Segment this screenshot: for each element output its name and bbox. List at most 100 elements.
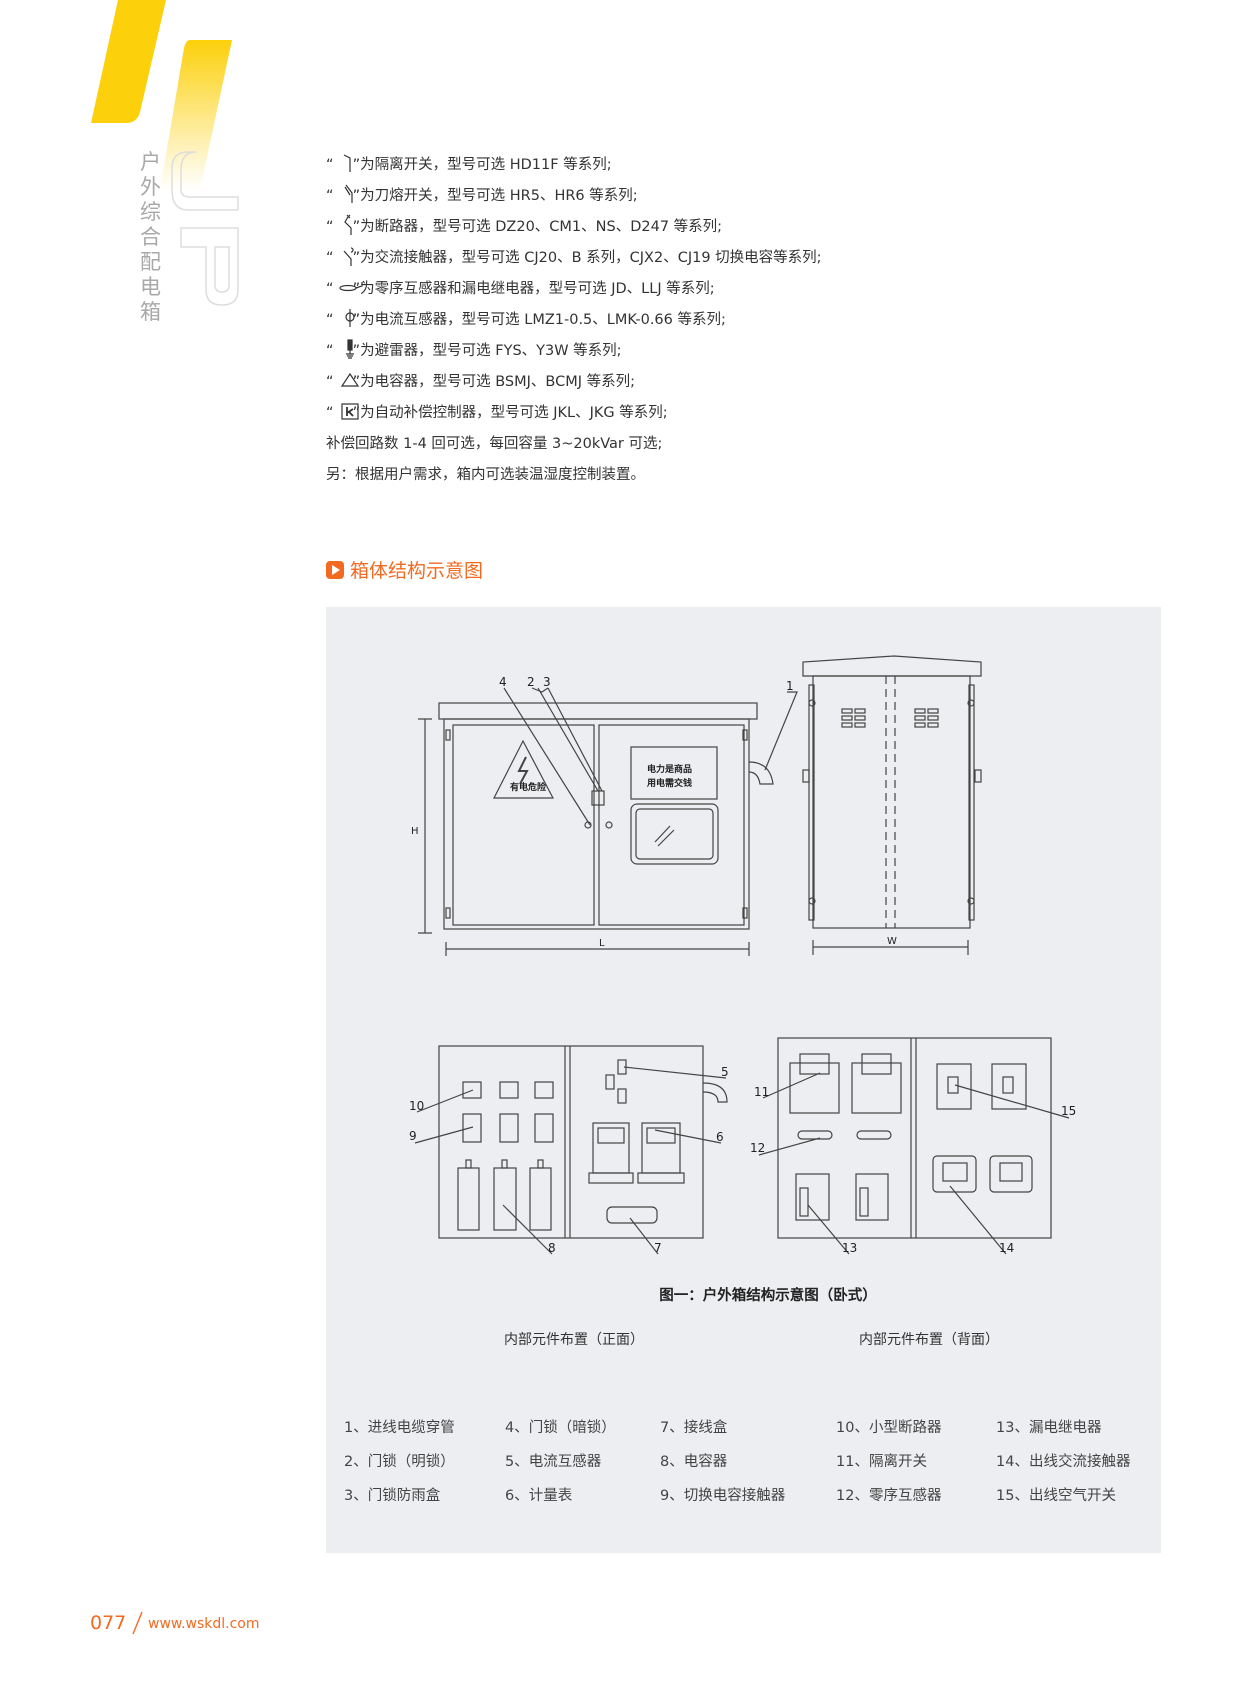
callout-13: 13 bbox=[842, 1241, 857, 1255]
side-roof bbox=[802, 655, 982, 677]
slash-divider-icon bbox=[132, 1611, 143, 1635]
symbol-column bbox=[339, 154, 363, 420]
legend-item: 2、门锁（明锁） bbox=[344, 1454, 455, 1470]
yellow-bar-1 bbox=[91, 0, 166, 123]
spec-item: “ ”为交流接触器，型号可选 CJ20、B 系列，CJX2、CJ19 切换电容等… bbox=[326, 250, 822, 266]
callout-3: 3 bbox=[543, 675, 551, 689]
circuit-breaker-icon bbox=[344, 214, 352, 235]
dim-w-line bbox=[812, 940, 969, 955]
callout-1: 1 bbox=[786, 679, 794, 693]
callout-6: 6 bbox=[716, 1130, 724, 1144]
spec-item: “ ”为电容器，型号可选 BSMJ、BCMJ 等系列; bbox=[326, 374, 636, 390]
air-switches bbox=[936, 1063, 1027, 1110]
back-layout-label: 内部元件布置（背面） bbox=[859, 1332, 999, 1348]
spec-item: 另：根据用户需求，箱内可选装温湿度控制装置。 bbox=[326, 467, 645, 483]
front-body bbox=[443, 718, 750, 930]
callout-14: 14 bbox=[999, 1241, 1014, 1255]
callout-12: 12 bbox=[750, 1141, 765, 1155]
spec-item: “ ”为避雷器，型号可选 FYS、Y3W 等系列; bbox=[326, 343, 622, 359]
legend-item: 7、接线盒 bbox=[660, 1420, 728, 1436]
fuse-switch-icon bbox=[344, 184, 353, 203]
callout-11: 11 bbox=[754, 1085, 769, 1099]
legend-item: 4、门锁（暗锁） bbox=[505, 1420, 616, 1436]
spec-item: “ ”为刀熔开关，型号可选 HR5、HR6 等系列; bbox=[326, 188, 638, 204]
internal-back-layout bbox=[758, 1037, 1070, 1255]
compensation-controller-icon bbox=[341, 403, 359, 420]
callout-4: 4 bbox=[499, 675, 507, 689]
leakage-relays bbox=[795, 1173, 889, 1221]
output-contactors bbox=[932, 1155, 1033, 1193]
side-view bbox=[802, 655, 982, 955]
meters bbox=[588, 1122, 685, 1184]
callout-8: 8 bbox=[548, 1241, 556, 1255]
yellow-bar-2 bbox=[160, 40, 232, 190]
callout-7: 7 bbox=[654, 1241, 662, 1255]
spec-item: 补偿回路数 1-4 回可选，每回容量 3~20kVar 可选; bbox=[326, 436, 663, 452]
spec-item: “ ”为零序互感器和漏电继电器，型号可选 JD、LLJ 等系列; bbox=[326, 281, 715, 297]
legend-item: 15、出线空气开关 bbox=[996, 1488, 1116, 1504]
section-title: 箱体结构示意图 bbox=[350, 560, 484, 582]
capacitors bbox=[457, 1159, 552, 1231]
website-link[interactable]: www.wskdl.com bbox=[148, 1616, 260, 1632]
contactor-icon bbox=[343, 247, 354, 266]
side-title: 户外综合配电箱 bbox=[140, 150, 161, 324]
dim-w-label: W bbox=[887, 936, 897, 947]
callout-2: 2 bbox=[527, 675, 535, 689]
sign-line-2: 用电需交钱 bbox=[646, 777, 692, 789]
lightning-icon bbox=[517, 756, 529, 785]
front-layout-label: 内部元件布置（正面） bbox=[504, 1332, 644, 1348]
legend-item: 13、漏电继电器 bbox=[996, 1420, 1102, 1436]
dim-l-label: L bbox=[599, 938, 605, 949]
spec-item: “ ”为隔离开关，型号可选 HD11F 等系列; bbox=[326, 157, 612, 173]
warning-triangle-icon bbox=[493, 739, 554, 799]
vent-slots bbox=[841, 708, 939, 728]
cable-conduit bbox=[748, 761, 774, 785]
sign-plate bbox=[630, 746, 718, 800]
zero-sequence-ct-icon bbox=[339, 282, 363, 292]
callout-9: 9 bbox=[409, 1129, 417, 1143]
junction-box bbox=[606, 1206, 658, 1224]
zero-sequence-cts bbox=[797, 1130, 892, 1140]
legend-item: 3、门锁防雨盒 bbox=[344, 1488, 441, 1504]
legend-item: 14、出线交流接触器 bbox=[996, 1454, 1131, 1470]
brand-decoration bbox=[91, 0, 239, 306]
isolating-switch-icon bbox=[343, 154, 351, 172]
legend-item: 5、电流互感器 bbox=[505, 1454, 602, 1470]
capacitor-contactors bbox=[462, 1113, 554, 1143]
current-transformers bbox=[605, 1059, 627, 1104]
figure-caption: 图一：户外箱结构示意图（卧式） bbox=[659, 1288, 877, 1304]
capacitor-icon bbox=[340, 372, 360, 387]
miniature-breakers bbox=[462, 1081, 554, 1099]
surge-arrester-icon bbox=[346, 339, 354, 359]
dim-l-line bbox=[445, 942, 750, 956]
front-view bbox=[418, 687, 798, 956]
legend-item: 10、小型断路器 bbox=[836, 1420, 942, 1436]
legend-item: 11、隔离开关 bbox=[836, 1454, 927, 1470]
sign-line-1: 电力是商品 bbox=[647, 763, 692, 775]
front-roof bbox=[438, 702, 758, 720]
legend-item: 9、切换电容接触器 bbox=[660, 1488, 786, 1504]
legend-item: 6、计量表 bbox=[505, 1488, 573, 1504]
internal-front-layout bbox=[414, 1045, 728, 1255]
callout-5: 5 bbox=[721, 1065, 729, 1079]
callout-10: 10 bbox=[409, 1099, 424, 1113]
jp-outline-logo bbox=[171, 151, 239, 306]
page-number: 077 bbox=[90, 1612, 127, 1634]
legend-item: 12、零序互感器 bbox=[836, 1488, 942, 1504]
section-header: 箱体结构示意图 bbox=[326, 556, 483, 583]
spec-item: “ ”为电流互感器，型号可选 LMZ1-0.5、LMK-0.66 等系列; bbox=[326, 312, 726, 328]
isolating-switches bbox=[789, 1053, 902, 1114]
spec-item: “ ”为断路器，型号可选 DZ20、CM1、NS、D247 等系列; bbox=[326, 219, 723, 235]
door-seam bbox=[885, 676, 896, 928]
warning-label: 有电危险 bbox=[510, 781, 547, 793]
right-door bbox=[598, 724, 745, 926]
legend-item: 8、电容器 bbox=[660, 1454, 728, 1470]
left-door bbox=[452, 724, 595, 926]
play-icon bbox=[326, 560, 344, 579]
spec-item: “ ”为自动补偿控制器，型号可选 JKL、JKG 等系列; bbox=[326, 405, 668, 421]
legend-item: 1、进线电缆穿管 bbox=[344, 1420, 455, 1436]
callout-15: 15 bbox=[1061, 1104, 1076, 1118]
side-body bbox=[812, 675, 971, 929]
dim-h-label: H bbox=[411, 826, 419, 837]
